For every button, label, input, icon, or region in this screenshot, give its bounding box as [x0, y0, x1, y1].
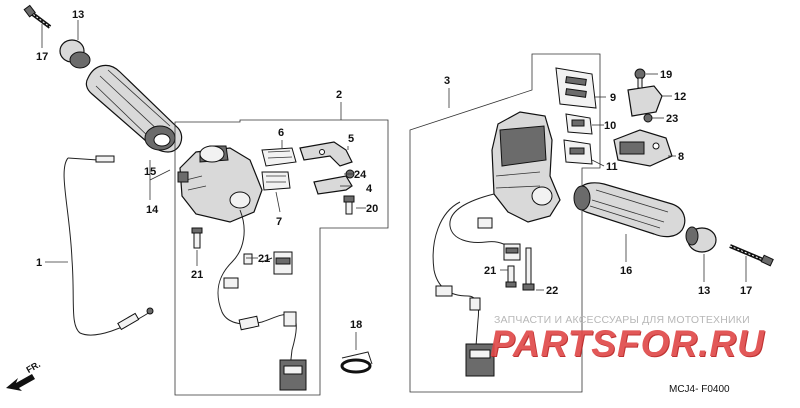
callout-6: 6 — [278, 127, 284, 139]
cover-12 — [627, 85, 663, 117]
left-grip-15 — [85, 64, 183, 153]
grip-end-weight-13-left — [59, 39, 91, 69]
callout-8: 8 — [678, 151, 684, 163]
clip-18 — [340, 351, 373, 374]
screw-22 — [522, 247, 535, 291]
callout-7: 7 — [276, 216, 282, 228]
callout-12: 12 — [674, 91, 686, 103]
callout-21: 21 — [484, 265, 496, 277]
screw-21-left-a — [191, 227, 203, 249]
callout-18: 18 — [350, 319, 362, 331]
callout-3: 3 — [444, 75, 450, 87]
callout-13: 13 — [698, 285, 710, 297]
left-switch-wiring — [217, 209, 307, 391]
screw-17-right — [729, 244, 774, 267]
watermark-subtitle: ЗАПЧАСТИ И АКСЕССУАРЫ ДЛЯ МОТОТЕХНИКИ — [494, 314, 750, 326]
callout-9: 9 — [610, 92, 616, 104]
callout-19: 19 — [660, 69, 672, 81]
callout-13: 13 — [72, 9, 84, 21]
switch-plate-9 — [555, 67, 597, 109]
watermark-logo: PARTSFOR.RU — [490, 323, 765, 364]
screw-17-left — [23, 4, 52, 29]
callout-24: 24 — [354, 169, 367, 181]
callout-2: 2 — [336, 89, 342, 101]
callout-1: 1 — [36, 257, 42, 269]
left-switch-assembly-frame — [174, 102, 389, 396]
clutch-cable-1 — [63, 155, 154, 336]
right-switch-wiring — [432, 193, 521, 377]
switch-8 — [613, 129, 673, 167]
callout-23: 23 — [666, 113, 678, 125]
callout-4: 4 — [366, 183, 373, 195]
screw-21-right — [505, 265, 517, 288]
callout-17: 17 — [36, 51, 48, 63]
right-switch-housing — [491, 111, 561, 223]
switch-plate-11 — [563, 139, 593, 165]
callout-11: 11 — [606, 161, 618, 173]
screw-20 — [343, 195, 355, 215]
callout-15: 15 — [144, 166, 156, 178]
screw-19 — [634, 68, 646, 89]
front-direction-arrow-icon — [6, 374, 35, 391]
callout-21: 21 — [258, 253, 270, 265]
callout-17: 17 — [740, 285, 752, 297]
callout-5: 5 — [348, 133, 354, 145]
switch-plate-10 — [565, 113, 593, 135]
bracket-5 — [299, 141, 353, 167]
callout-21: 21 — [191, 269, 203, 281]
switch-plate-6 — [261, 147, 297, 167]
callout-10: 10 — [604, 120, 616, 132]
grip-end-weight-13-right — [685, 226, 717, 253]
switch-plate-7 — [261, 171, 291, 191]
callout-22: 22 — [546, 285, 558, 297]
left-switch-housing — [177, 145, 263, 223]
nut-23 — [643, 113, 653, 123]
bracket-4 — [313, 175, 353, 195]
callout-14: 14 — [146, 204, 159, 216]
diagram-code: MCJ4- F0400 — [669, 384, 730, 395]
right-switch-assembly-frame — [409, 53, 601, 393]
callout-16: 16 — [620, 265, 632, 277]
right-grip-16 — [573, 182, 686, 238]
callout-20: 20 — [366, 203, 378, 215]
callout-labels: 17 13 15 14 1 2 6 5 24 4 20 7 21 21 18 3… — [36, 9, 752, 331]
